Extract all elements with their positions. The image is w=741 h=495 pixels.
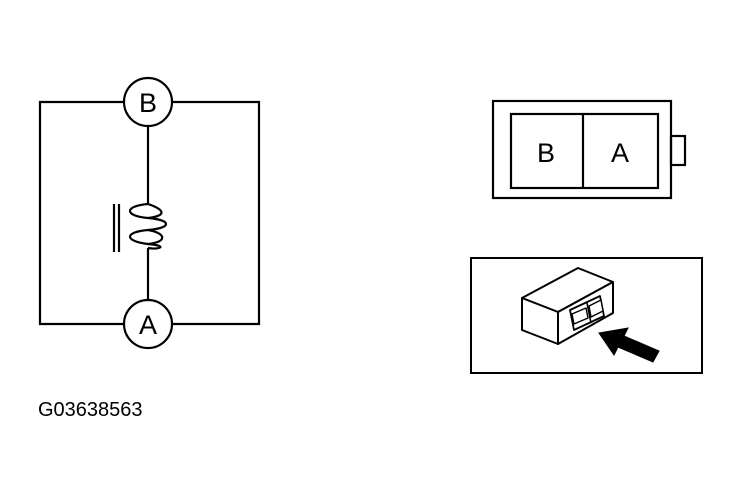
terminal-b-circle <box>122 76 174 128</box>
inset-frame <box>470 257 703 374</box>
loop-wire <box>38 100 124 326</box>
relay-module-icon <box>521 267 614 345</box>
coil-icon <box>112 202 168 252</box>
relay-schematic <box>38 76 261 350</box>
terminal-b-label: B <box>139 88 157 118</box>
connector-face <box>491 99 687 200</box>
figure-id: G03638563 <box>38 399 143 421</box>
connector-inner <box>509 112 660 190</box>
location-inset <box>470 257 703 374</box>
terminal-a-label: A <box>139 310 157 340</box>
terminal-a-circle <box>122 298 174 350</box>
loop-wire-right <box>172 100 261 326</box>
connector-latch <box>669 134 687 167</box>
arrow-icon <box>598 327 660 363</box>
connector-cell-a: A <box>611 138 629 168</box>
connector-cell-b: B <box>537 138 555 168</box>
